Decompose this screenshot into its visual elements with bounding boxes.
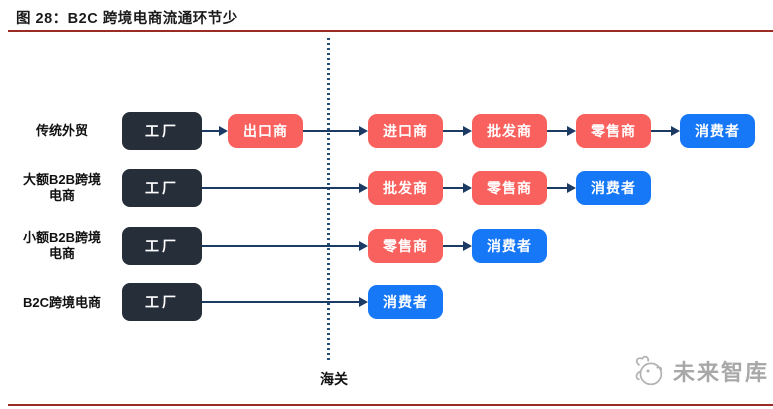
flow-arrow xyxy=(443,183,472,193)
brand-name: 未来智库 xyxy=(673,360,770,385)
node-factory: 工厂 xyxy=(122,283,202,321)
flow-arrow xyxy=(202,241,368,251)
row-label-large-b2b: 大额B2B跨境 电商 xyxy=(22,172,101,204)
node-factory: 工厂 xyxy=(122,112,202,150)
flow-arrow xyxy=(547,183,576,193)
node-retailer: 零售商 xyxy=(576,114,651,148)
flow-arrow xyxy=(443,126,472,136)
node-importer: 进口商 xyxy=(368,114,443,148)
node-retailer: 零售商 xyxy=(368,229,443,263)
customs-dashed-line xyxy=(327,38,330,363)
node-factory: 工厂 xyxy=(122,169,202,207)
brand-watermark: 未来智库 xyxy=(630,352,769,390)
row-label-small-b2b: 小额B2B跨境 电商 xyxy=(22,230,101,262)
node-wholesaler: 批发商 xyxy=(472,114,547,148)
flow-arrow xyxy=(202,126,228,136)
node-wholesaler: 批发商 xyxy=(368,171,443,205)
node-exporter: 出口商 xyxy=(228,114,303,148)
flow-arrow xyxy=(443,241,472,251)
node-factory: 工厂 xyxy=(122,227,202,265)
figure-title: 图 28：B2C 跨境电商流通环节少 xyxy=(16,11,238,27)
customs-label: 海关 xyxy=(320,371,348,387)
node-consumer: 消费者 xyxy=(472,229,547,263)
node-retailer: 零售商 xyxy=(472,171,547,205)
node-consumer: 消费者 xyxy=(680,114,755,148)
bottom-rule xyxy=(8,404,773,406)
title-rule xyxy=(8,30,773,32)
flow-arrow xyxy=(547,126,576,136)
flow-arrow xyxy=(303,126,368,136)
row-label-traditional-trade: 传统外贸 xyxy=(35,123,88,138)
flow-arrow xyxy=(651,126,680,136)
flow-arrow xyxy=(202,297,368,307)
brand-logo-icon xyxy=(635,355,663,386)
node-consumer: 消费者 xyxy=(576,171,651,205)
node-consumer: 消费者 xyxy=(368,285,443,319)
row-label-b2c: B2C跨境电商 xyxy=(22,295,101,310)
flow-arrow xyxy=(202,183,368,193)
